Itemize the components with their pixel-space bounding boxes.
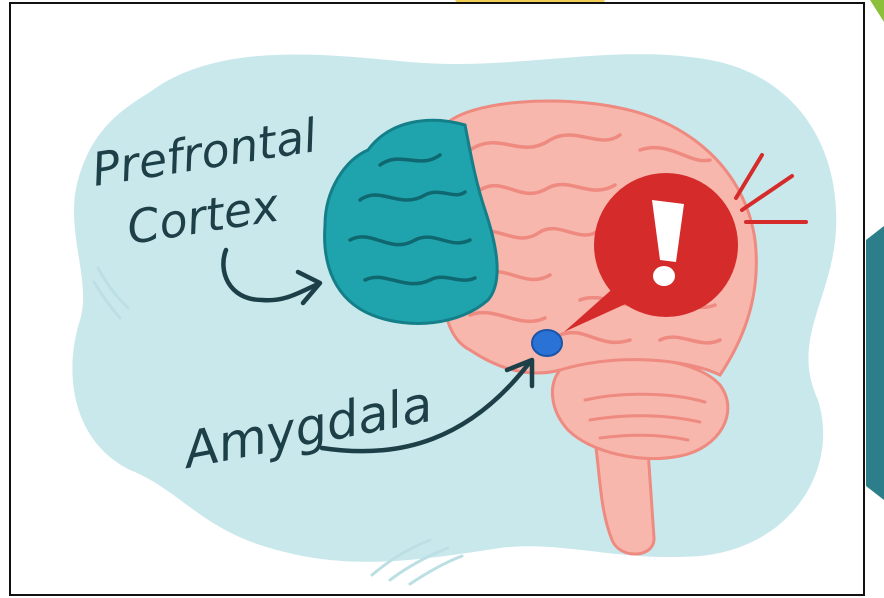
amygdala [532, 330, 562, 356]
right-tab-green [870, 0, 884, 22]
right-tab-teal [866, 226, 884, 500]
